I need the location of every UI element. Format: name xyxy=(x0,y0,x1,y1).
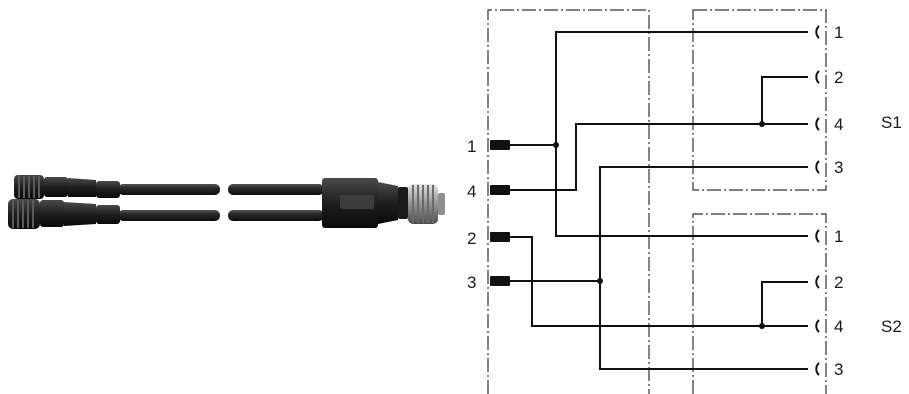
plug-pin-label: 4 xyxy=(467,182,476,201)
plug-pin-2 xyxy=(490,232,510,242)
socket-contact-s2-3 xyxy=(815,362,820,376)
socket-contact-s2-2 xyxy=(815,275,820,289)
junction-s2-bridge xyxy=(759,323,765,329)
female-connector-upper xyxy=(14,175,120,199)
group-label-s2: S2 xyxy=(881,317,902,336)
cable-lower xyxy=(118,210,324,221)
socket-label: 4 xyxy=(834,317,843,336)
socket-label: 1 xyxy=(834,23,843,42)
socket-contact-s1-1 xyxy=(815,25,820,39)
wiring-diagram: 1 4 2 3 1 2 4 3 1 2 4 3 S1 xyxy=(467,9,902,394)
plug-pin-3 xyxy=(490,276,510,286)
wire-s1-bridge xyxy=(761,76,808,124)
plug-housing-frame xyxy=(487,9,650,394)
plug-pin-4 xyxy=(490,185,510,195)
socket-label: 1 xyxy=(834,227,843,246)
wire-pin1-s1 xyxy=(555,31,808,145)
junction-dots xyxy=(553,121,765,329)
plug-pins xyxy=(490,140,510,286)
socket-label: 3 xyxy=(834,158,843,177)
socket-contact-s1-2 xyxy=(815,70,820,84)
plug-pin-label: 1 xyxy=(467,137,476,156)
socket-labels: 1 2 4 3 1 2 4 3 xyxy=(834,23,843,379)
s1-socket-frame xyxy=(692,9,827,191)
group-label-s1: S1 xyxy=(881,113,902,132)
cable-photo xyxy=(8,175,445,229)
wire-group xyxy=(510,31,808,370)
socket-label: 4 xyxy=(834,115,843,134)
male-connector xyxy=(408,184,445,224)
plug-pin-labels: 1 4 2 3 xyxy=(467,137,476,292)
socket-contact-s1-3 xyxy=(815,160,820,174)
wire-pin3-s2 xyxy=(599,281,808,370)
junction-pin3 xyxy=(597,278,603,284)
socket-contact-s2-1 xyxy=(815,229,820,243)
female-connector-lower xyxy=(8,199,120,229)
socket-label: 2 xyxy=(834,273,843,292)
plug-pin-label: 3 xyxy=(467,273,476,292)
wire-pin4 xyxy=(510,123,808,191)
junction-pin1 xyxy=(553,142,559,148)
wire-pin3-s1 xyxy=(599,166,808,281)
cable-upper xyxy=(118,184,324,195)
socket-contact-s2-4 xyxy=(815,319,820,333)
plug-pin-label: 2 xyxy=(467,229,476,248)
socket-label: 2 xyxy=(834,68,843,87)
socket-contact-s1-4 xyxy=(815,117,820,131)
socket-label: 3 xyxy=(834,360,843,379)
socket-contacts xyxy=(815,25,820,376)
junction-s1-bridge xyxy=(759,121,765,127)
plug-pin-1 xyxy=(490,140,510,150)
wire-s2-bridge xyxy=(761,281,808,326)
wire-pin1-s2 xyxy=(555,145,808,237)
splitter-body xyxy=(322,178,408,228)
s2-socket-frame xyxy=(692,213,827,394)
